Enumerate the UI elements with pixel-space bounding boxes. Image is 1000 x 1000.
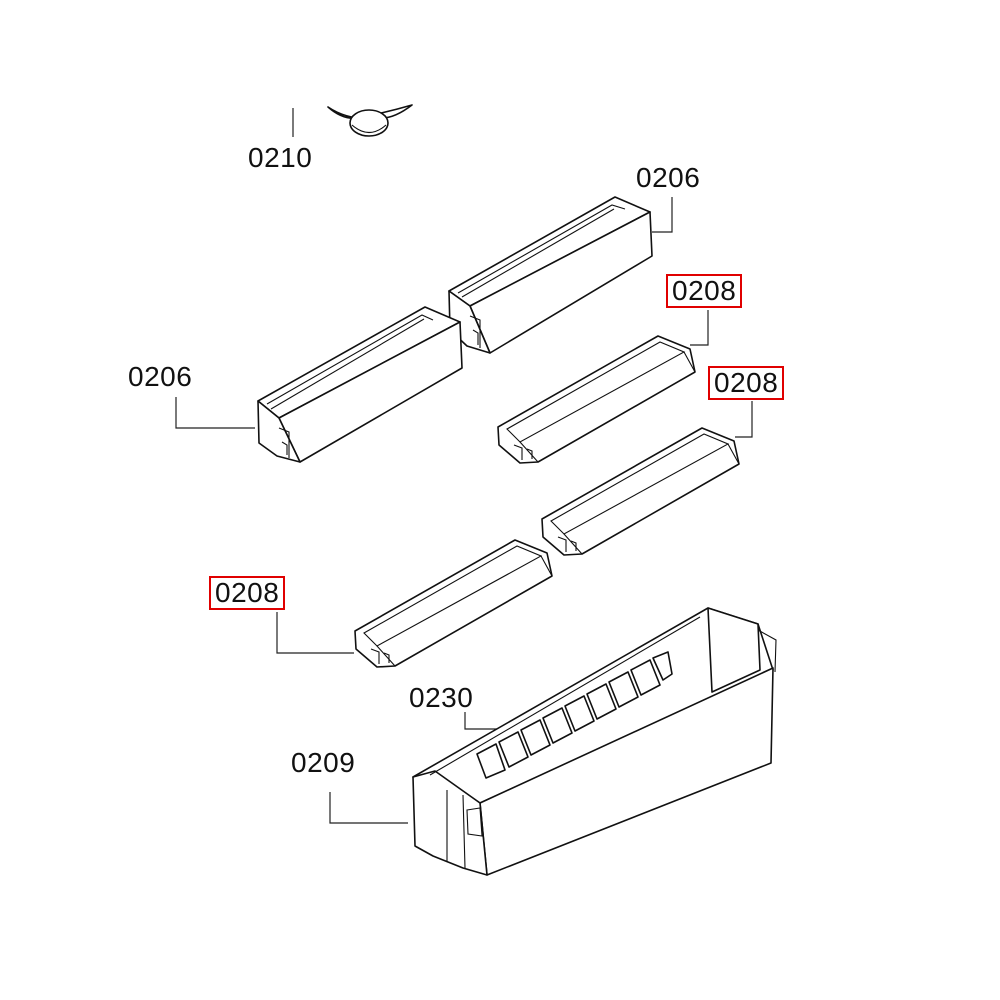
leader-0230 [464, 712, 505, 730]
leader-0208-c [276, 612, 354, 654]
door-tray-0208-c [354, 539, 553, 668]
leader-0208-b [735, 401, 753, 438]
door-tray-0208-b [541, 427, 740, 556]
callout-label-0206-left: 0206 [128, 361, 193, 392]
leader-0208-a [690, 310, 709, 346]
callout-label-0208-a: 0208 [666, 274, 743, 308]
door-tray-0208-a [497, 335, 696, 464]
callout-label-0230: 0230 [409, 682, 474, 713]
callout-label-0206-top: 0206 [636, 162, 701, 193]
clip-part-0210 [327, 104, 413, 137]
leader-0206-top [652, 197, 673, 233]
callout-label-0209: 0209 [291, 747, 356, 778]
leader-0209 [329, 792, 408, 824]
door-bin-0209 [412, 607, 777, 876]
callout-label-0208-c: 0208 [209, 576, 286, 610]
leader-lines [175, 108, 753, 824]
callout-label-0208-b: 0208 [708, 366, 785, 400]
callout-label-0210: 0210 [248, 142, 313, 173]
shelf-box-0206-top [448, 196, 653, 354]
hangers-0230 [476, 651, 673, 779]
leader-0206-left [175, 397, 255, 429]
shelf-box-0206-left [257, 306, 463, 463]
